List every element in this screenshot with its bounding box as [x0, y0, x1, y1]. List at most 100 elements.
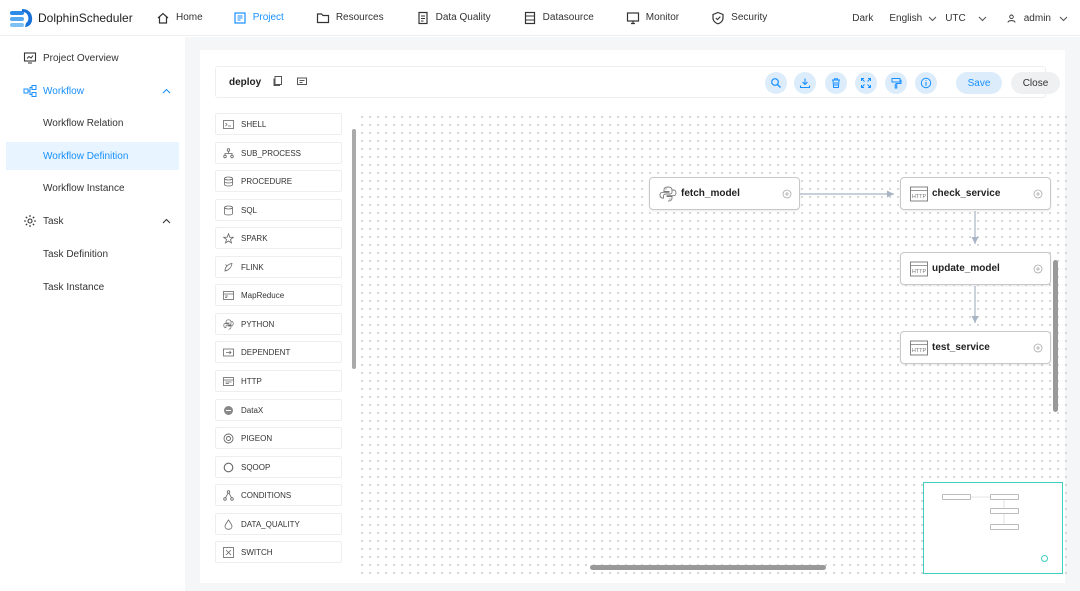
palette-item-pigeon[interactable]: PIGEON [215, 427, 342, 449]
sidebar-item-label: Task Instance [43, 281, 105, 293]
nav-home[interactable]: Home [152, 0, 207, 36]
palette-item-datax[interactable]: DataX [215, 399, 342, 421]
main-nav: Home Project Resources Data Quality Data… [150, 0, 771, 36]
nav-resources[interactable]: Resources [312, 0, 388, 36]
palette-item-data-quality[interactable]: DATA_QUALITY [215, 513, 342, 535]
svg-text:HTTP: HTTP [912, 193, 927, 199]
workflow-icon [23, 85, 37, 97]
data-quality-icon [418, 11, 428, 24]
app-logo[interactable]: DolphinScheduler [0, 0, 150, 36]
save-button[interactable]: Save [956, 72, 1002, 94]
palette-item-label: CONDITIONS [241, 490, 292, 500]
info-icon [920, 77, 932, 89]
data-quality-drop-icon [224, 518, 233, 530]
minimap-resize-handle[interactable] [1041, 555, 1048, 562]
sidebar-item-workflow[interactable]: Workflow [6, 77, 179, 105]
chevron-up-icon [162, 88, 171, 93]
sidebar-item-task[interactable]: Task [6, 207, 179, 235]
edit-info-icon[interactable] [296, 75, 308, 87]
palette-item-label: SQOOP [241, 462, 271, 472]
datax-icon [224, 405, 233, 415]
minimap[interactable] [923, 482, 1063, 574]
sqoop-icon [223, 462, 234, 472]
theme-toggle[interactable]: Dark [852, 13, 873, 24]
palette-item-shell[interactable]: SHELL [215, 113, 342, 135]
download-button[interactable] [794, 72, 816, 94]
folder-icon [316, 12, 329, 23]
sidebar-item-workflow-relation[interactable]: Workflow Relation [6, 109, 179, 137]
close-button[interactable]: Close [1011, 72, 1060, 94]
theme-label: Dark [852, 12, 874, 24]
add-circle-icon[interactable] [782, 189, 792, 199]
dag-toolbar: deploy Save Close [215, 66, 1060, 98]
trash-icon [832, 78, 840, 88]
copy-icon[interactable] [272, 75, 284, 87]
home-icon [157, 12, 169, 24]
sidebar: Project Overview Workflow Workflow Relat… [0, 37, 185, 591]
sql-icon [224, 205, 233, 215]
task-palette: SHELL SUB_PROCESS PROCEDURE SQL SPARK FL… [215, 113, 342, 573]
palette-item-procedure[interactable]: PROCEDURE [215, 170, 342, 192]
switch-icon [223, 546, 234, 558]
chevron-up-icon [162, 218, 171, 223]
add-circle-icon[interactable] [1033, 189, 1043, 199]
sidebar-item-project-overview[interactable]: Project Overview [6, 44, 179, 72]
sidebar-item-label: Task [43, 215, 64, 227]
nav-project[interactable]: Project [229, 0, 288, 36]
format-button[interactable] [885, 72, 907, 94]
palette-scrollbar[interactable] [352, 129, 356, 369]
project-icon [234, 11, 246, 24]
search-button[interactable] [765, 72, 787, 94]
user-menu[interactable]: admin [1007, 13, 1068, 24]
palette-item-conditions[interactable]: CONDITIONS [215, 484, 342, 506]
shield-icon [712, 11, 724, 24]
delete-button[interactable] [825, 72, 847, 94]
minimap-node [990, 524, 1019, 530]
mapreduce-icon [223, 290, 234, 300]
language-select[interactable]: English [889, 13, 937, 24]
sidebar-item-label: Workflow Definition [43, 150, 129, 162]
format-painter-icon [891, 78, 902, 89]
add-circle-icon[interactable] [1033, 264, 1043, 274]
fullscreen-button[interactable] [855, 72, 877, 94]
nav-security[interactable]: Security [707, 0, 771, 36]
palette-item-switch[interactable]: SWITCH [215, 541, 342, 563]
nav-datasource[interactable]: Datasource [519, 0, 598, 36]
dag-node-update-model[interactable]: HTTP update_model [900, 252, 1051, 285]
palette-item-python[interactable]: PYTHON [215, 313, 342, 335]
dag-node-fetch-model[interactable]: fetch_model [649, 177, 800, 210]
sidebar-item-workflow-definition[interactable]: Workflow Definition [6, 142, 179, 170]
workflow-name: deploy [229, 77, 262, 88]
timezone-select[interactable]: UTC [945, 13, 987, 24]
palette-item-label: FLINK [241, 262, 264, 272]
nav-data-quality[interactable]: Data Quality [412, 0, 495, 36]
palette-item-dependent[interactable]: DEPENDENT [215, 341, 342, 363]
palette-item-label: MapReduce [241, 290, 285, 300]
sidebar-item-task-definition[interactable]: Task Definition [6, 240, 179, 268]
http-icon: HTTP [910, 340, 928, 355]
dag-node-check-service[interactable]: HTTP check_service [900, 177, 1051, 210]
sidebar-item-task-instance[interactable]: Task Instance [6, 273, 179, 301]
palette-item-sql[interactable]: SQL [215, 199, 342, 221]
palette-item-flink[interactable]: FLINK [215, 256, 342, 278]
nav-monitor-label: Monitor [645, 12, 680, 23]
nav-monitor[interactable]: Monitor [622, 0, 683, 36]
palette-item-label: SWITCH [241, 547, 273, 557]
user-icon [1007, 14, 1016, 23]
canvas-horizontal-scrollbar[interactable] [590, 565, 826, 570]
sidebar-item-workflow-instance[interactable]: Workflow Instance [6, 174, 179, 202]
dag-node-test-service[interactable]: HTTP test_service [900, 331, 1051, 364]
palette-item-http[interactable]: HTTP [215, 370, 342, 392]
python-icon [223, 318, 234, 330]
palette-item-label: HTTP [241, 376, 262, 386]
palette-item-sub-process[interactable]: SUB_PROCESS [215, 142, 342, 164]
info-button[interactable] [915, 72, 937, 94]
palette-item-label: PYTHON [241, 319, 275, 329]
palette-item-sqoop[interactable]: SQOOP [215, 456, 342, 478]
palette-item-spark[interactable]: SPARK [215, 227, 342, 249]
palette-item-label: SUB_PROCESS [241, 148, 302, 158]
spark-star-icon [223, 232, 234, 244]
canvas-vertical-scrollbar[interactable] [1053, 260, 1058, 412]
palette-item-mapreduce[interactable]: MapReduce [215, 284, 342, 306]
add-circle-icon[interactable] [1033, 343, 1043, 353]
